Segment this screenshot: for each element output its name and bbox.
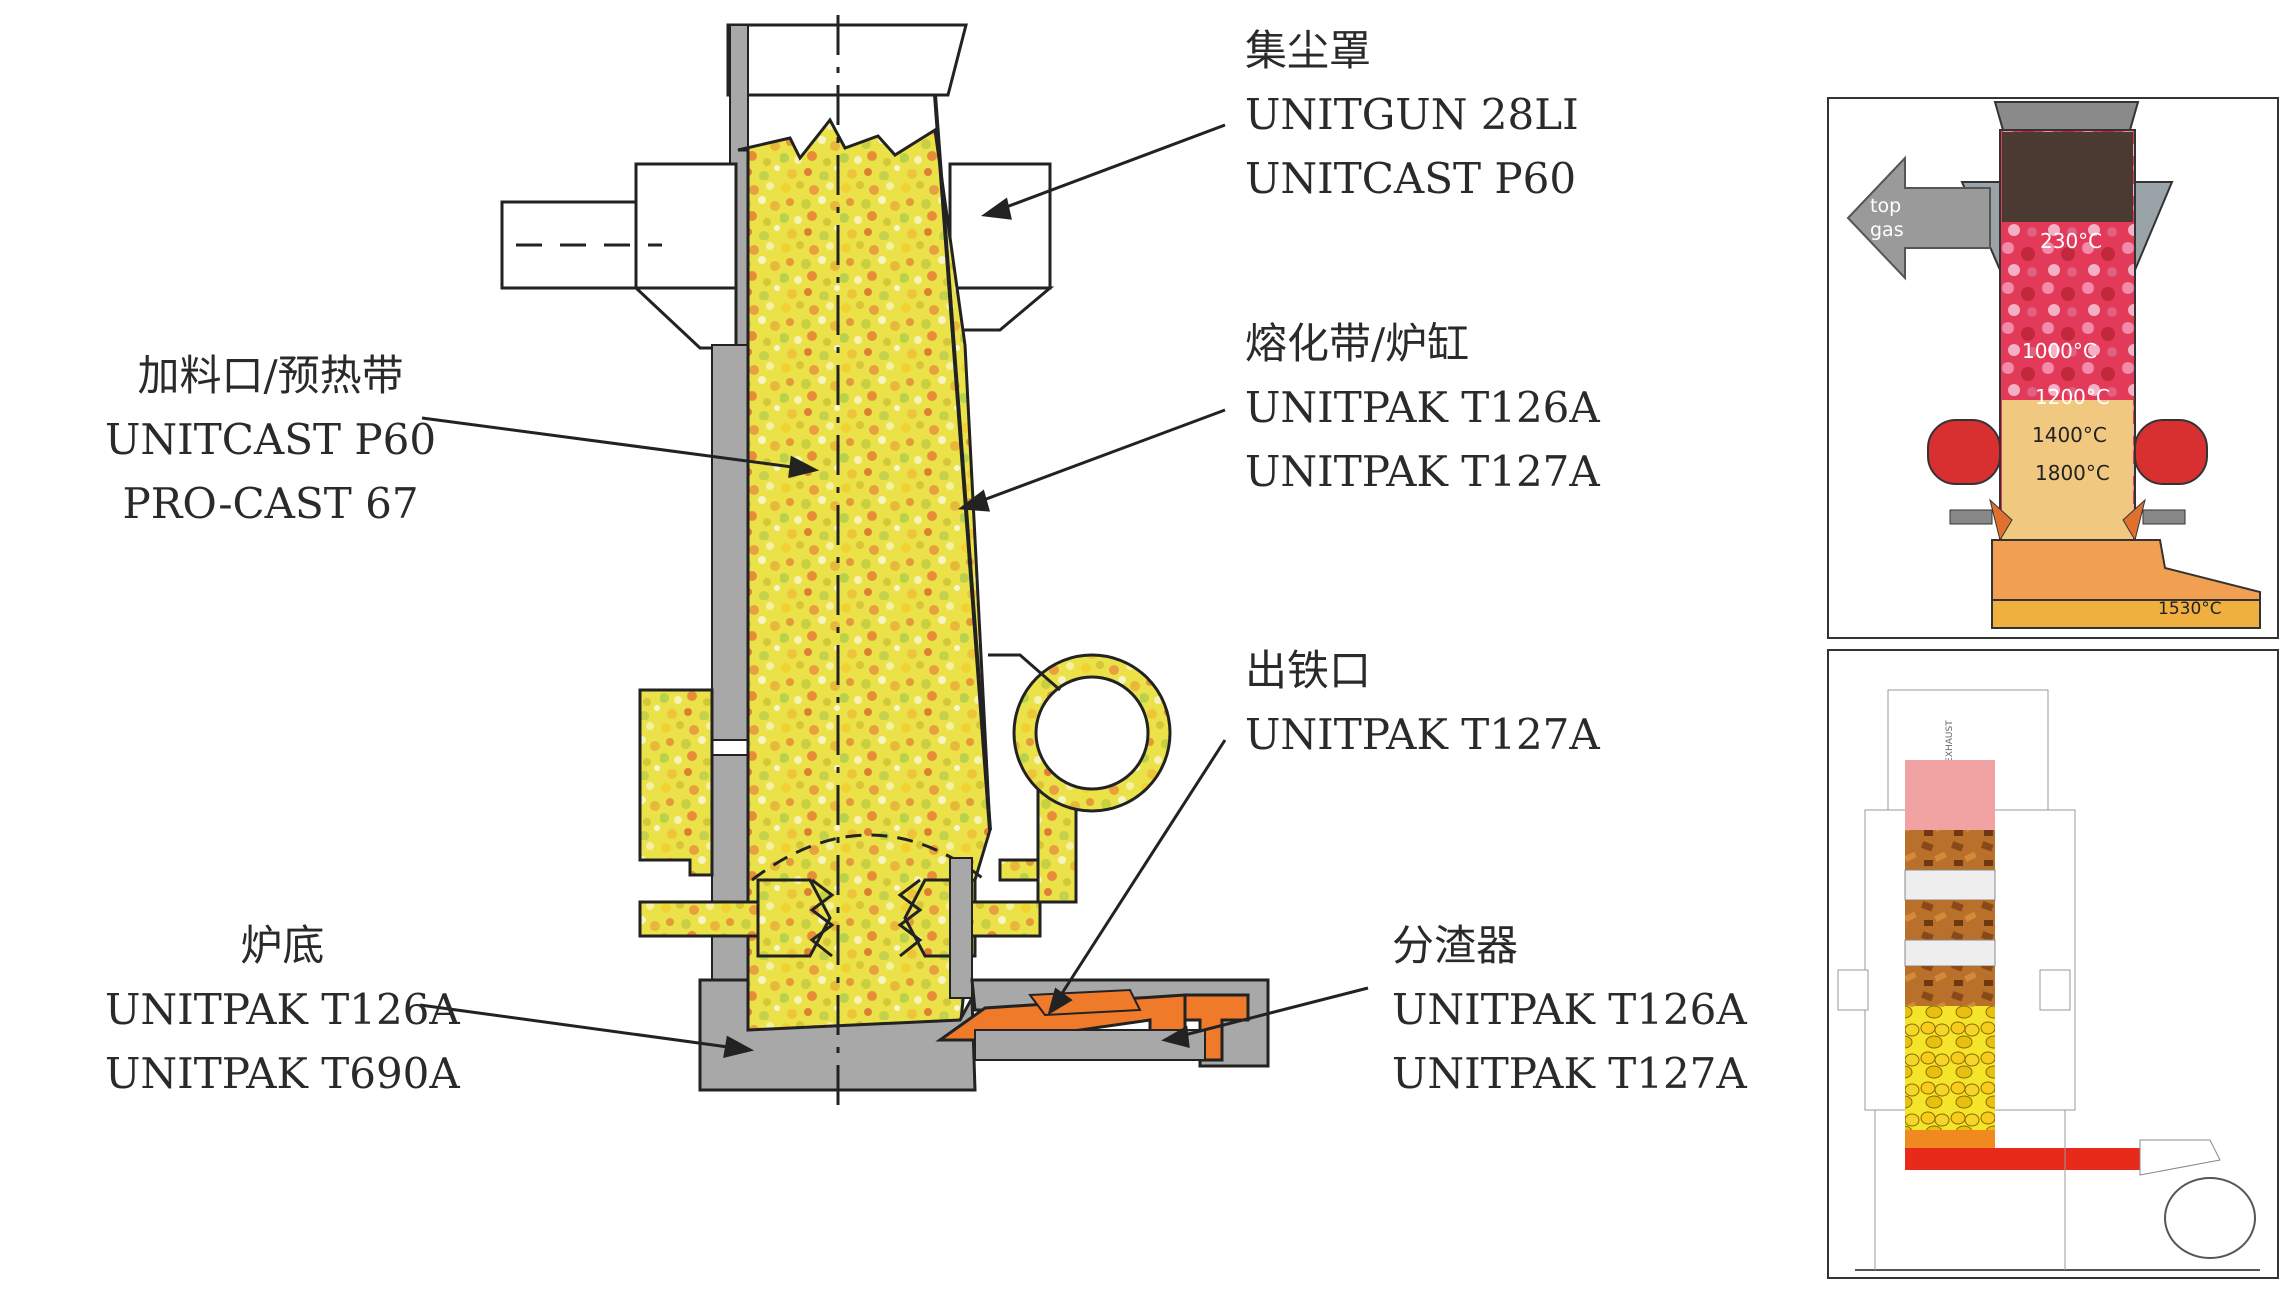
label-charging: 加料口/预热带 UNITCAST P60 PRO-CAST 67 <box>105 355 436 525</box>
tuyere-nozzle-left <box>756 878 832 958</box>
slag-dam <box>1028 988 1142 1017</box>
left-burner-nozzle <box>1989 498 2013 542</box>
label-taphole-title: 出铁口 <box>1245 646 1372 695</box>
label-top-hood-title: 集尘罩 <box>1245 26 1372 75</box>
right-hopper <box>948 286 1055 332</box>
layer-right-windbox <box>2039 969 2071 1011</box>
right-duct-collar <box>948 162 1052 290</box>
label-taphole: 出铁口 UNITPAK T127A <box>1245 650 1600 756</box>
label-bottom-line-1: UNITPAK T126A <box>105 985 460 1034</box>
label-melting-line-1: UNITPAK T126A <box>1245 383 1600 432</box>
label-charging-line-1: UNITCAST P60 <box>105 415 437 464</box>
gas-to-exhaust-text: GAS TO EXHAUST <box>1945 720 1955 800</box>
top-hood <box>726 23 968 97</box>
charge-layer-2 <box>1904 939 1996 967</box>
label-melting-line-2: UNITPAK T127A <box>1245 447 1600 496</box>
label-charging-title: 加料口/预热带 <box>137 351 404 400</box>
temp-1530: 1530°C <box>2158 599 2222 619</box>
tap-runner <box>1905 1148 2140 1170</box>
charge-layer-1 <box>1904 869 1996 901</box>
left-duct-collar <box>634 162 738 290</box>
coke-layer-3 <box>1905 966 1995 1006</box>
label-top-hood-line-1: UNITGUN 28LI <box>1245 90 1579 139</box>
label-separator-line-2: UNITPAK T127A <box>1392 1049 1747 1098</box>
label-bottom-title: 炉底 <box>240 921 325 970</box>
label-top-hood: 集尘罩 UNITGUN 28LI UNITCAST P60 <box>1245 30 1579 200</box>
top-gas-arrow <box>1846 155 1991 281</box>
left-tuyere <box>638 900 760 938</box>
thermal-melt <box>2002 400 2133 550</box>
layer-left-windbox <box>1837 969 1869 1011</box>
thermal-hopper <box>1993 101 2140 131</box>
coke-bed <box>1905 1006 1995 1130</box>
right-burner-pipe <box>2142 509 2186 525</box>
left-hopper <box>632 286 738 350</box>
top-gas-label-2: gas <box>1870 219 1904 241</box>
right-burner-nozzle <box>2122 498 2146 542</box>
label-taphole-line-1: UNITPAK T127A <box>1245 710 1600 759</box>
label-charging-line-2: PRO-CAST 67 <box>122 479 419 528</box>
left-windbox <box>638 688 714 877</box>
right-burner <box>2134 419 2208 485</box>
temp-1800: 1800°C <box>2035 461 2110 485</box>
layer-inset: GAS TO EXHAUST <box>1827 649 2279 1279</box>
taphole-channel <box>974 1029 1206 1061</box>
ring-main-hole <box>1034 675 1150 791</box>
leader-lines <box>419 123 1369 1058</box>
label-bottom: 炉底 UNITPAK T126A UNITPAK T690A <box>105 925 460 1095</box>
right-lining-lower <box>949 857 973 999</box>
thermal-preheat <box>2002 222 2133 332</box>
coke-layer-2 <box>1905 900 1995 940</box>
ladle <box>2164 1177 2256 1259</box>
label-top-hood-line-2: UNITCAST P60 <box>1245 154 1577 203</box>
label-separator-title: 分渣器 <box>1392 921 1519 970</box>
thermal-coke-top <box>2002 132 2133 222</box>
tuyere-zigzag-right <box>897 878 923 958</box>
right-shell-line <box>933 94 992 831</box>
left-lining-upper <box>711 344 749 741</box>
thermal-right-cone <box>2134 181 2174 271</box>
temp-230: 230°C <box>2040 229 2102 253</box>
label-melting-title: 熔化带/炉缸 <box>1245 319 1470 368</box>
ring-bracket <box>988 653 1061 692</box>
label-melting: 熔化带/炉缸 UNITPAK T126A UNITPAK T127A <box>1245 323 1600 493</box>
thermal-hearth-base <box>1991 599 2261 629</box>
label-separator: 分渣器 UNITPAK T126A UNITPAK T127A <box>1392 925 1747 1095</box>
label-separator-line-1: UNITPAK T126A <box>1392 985 1747 1034</box>
flame-band <box>1905 760 1995 830</box>
label-bottom-line-2: UNITPAK T690A <box>105 1049 460 1098</box>
coke-layer-1 <box>1905 830 1995 870</box>
temp-1400: 1400°C <box>2032 423 2107 447</box>
tuyere-zigzag-left <box>809 878 835 958</box>
left-burner-pipe <box>1949 509 1993 525</box>
temp-1000: 1000°C <box>2022 339 2097 363</box>
left-burner <box>1927 419 2001 485</box>
thermal-inset: top gas 230°C 1000°C 1200°C 1400°C 1800°… <box>1827 97 2279 639</box>
runner-outline <box>2139 1139 2221 1176</box>
temp-1200: 1200°C <box>2035 385 2110 409</box>
top-gas-label-1: top <box>1870 195 1901 217</box>
